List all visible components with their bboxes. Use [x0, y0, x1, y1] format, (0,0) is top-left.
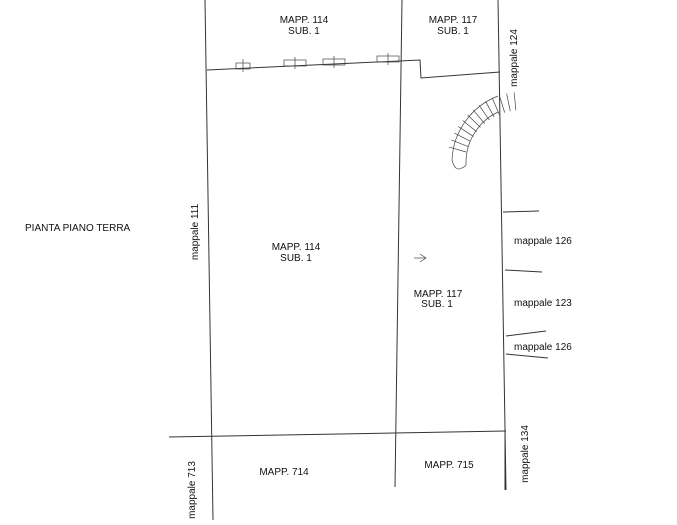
neighbor-label-west-main: mappale 111 — [190, 203, 201, 260]
stair-tread — [499, 95, 506, 113]
north-wall-line — [206, 59, 501, 79]
stair-tread — [462, 120, 477, 133]
neighbor-label-east-c: mappale 126 — [514, 342, 572, 353]
east-boundary-line — [497, 0, 507, 491]
east-division-line-126-bottom — [505, 330, 547, 337]
stair-tread — [491, 97, 500, 115]
upper-right-parcel-sub: SUB. 1 — [437, 26, 469, 37]
drawing-title: PIANTA PIANO TERRA — [25, 223, 131, 234]
neighbor-label-west-lower: mappale 713 — [187, 461, 198, 519]
main-left-parcel-sub: SUB. 1 — [280, 253, 312, 264]
neighbor-label-east-a: mappale 126 — [514, 236, 572, 247]
upper-left-parcel-label: MAPP. 114 — [280, 15, 329, 26]
east-division-line-lower — [505, 353, 549, 359]
wall-openings — [235, 53, 400, 72]
west-boundary-line — [204, 0, 214, 521]
main-right-parcel-label: MAPP. 117 — [414, 289, 463, 300]
lower-left-parcel-label: MAPP. 714 — [259, 467, 309, 478]
middle-boundary-line — [394, 0, 403, 488]
main-left-parcel-label: MAPP. 114 — [272, 242, 321, 253]
stair-tread — [467, 114, 481, 128]
stair-tread — [485, 101, 495, 118]
stair-tread — [448, 146, 467, 153]
stair-tread — [478, 105, 490, 121]
neighbor-label-east-bottom: mappale 134 — [520, 425, 531, 483]
parcel-boundaries — [168, 0, 549, 521]
neighbor-label-east-top: mappale 124 — [509, 29, 520, 87]
upper-left-parcel-sub: SUB. 1 — [288, 26, 320, 37]
south-boundary-line — [168, 430, 507, 438]
upper-right-parcel-label: MAPP. 117 — [429, 15, 478, 26]
spiral-staircase-icon — [448, 92, 517, 170]
arrow-right-icon — [414, 253, 427, 263]
stair-tread — [472, 109, 485, 124]
stair-tread — [451, 139, 469, 147]
east-division-line-123 — [504, 269, 543, 273]
lower-right-parcel-label: MAPP. 715 — [424, 460, 474, 471]
stair-tread — [458, 126, 474, 137]
east-division-line-126-top — [502, 210, 540, 213]
neighbor-label-east-b: mappale 123 — [514, 298, 572, 309]
main-right-parcel-sub: SUB. 1 — [421, 299, 453, 310]
stair-tread — [506, 93, 511, 112]
stair-tread — [454, 132, 471, 142]
stair-tread — [513, 92, 517, 111]
